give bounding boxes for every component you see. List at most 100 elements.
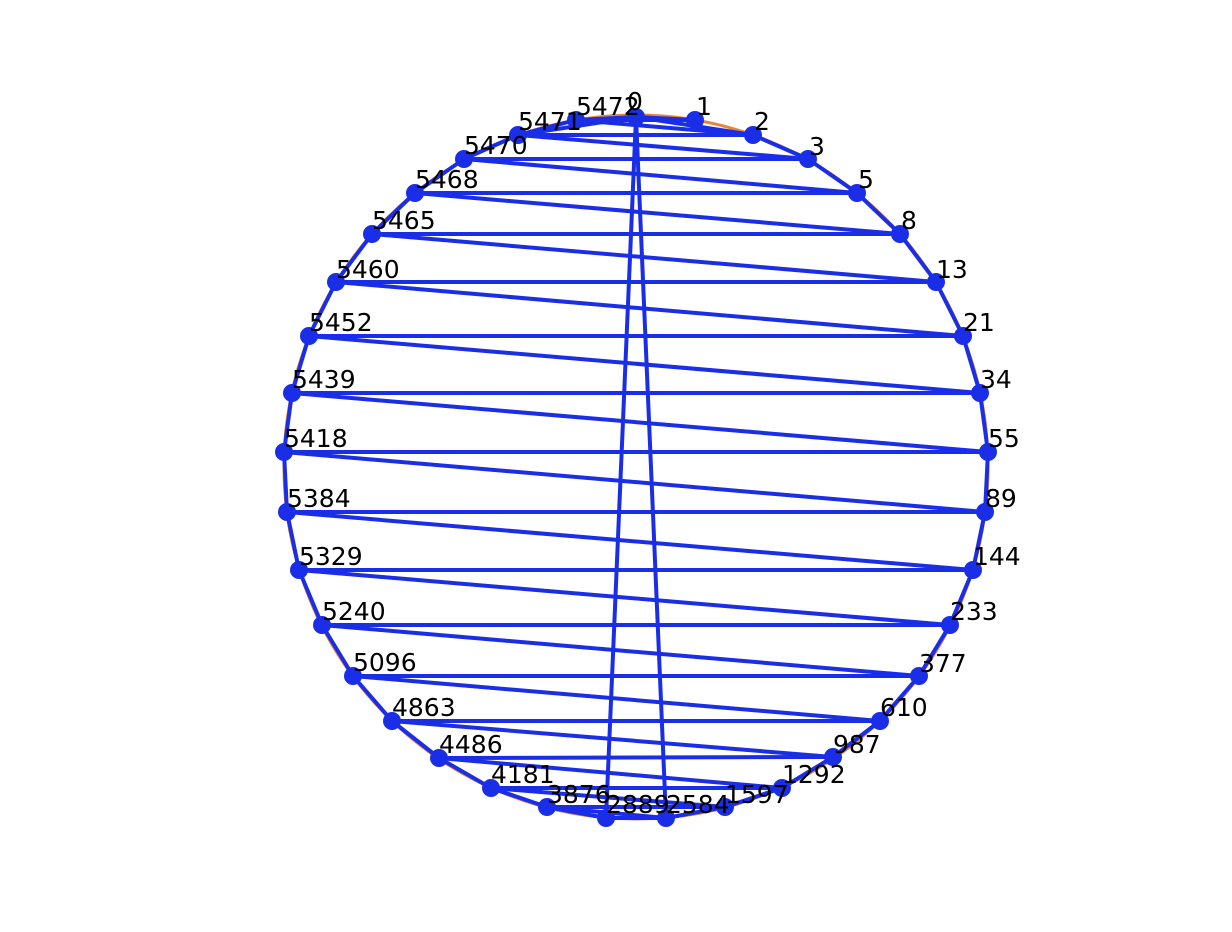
- edge-n3-n5: [806, 157, 859, 195]
- node-label-3876: 3876: [547, 780, 611, 809]
- edge-n8-n13: [898, 232, 938, 284]
- edge-n5240-n5329: [297, 568, 324, 627]
- node-4863: [383, 712, 401, 730]
- node-label-5096: 5096: [353, 648, 417, 677]
- node-1: [686, 111, 704, 129]
- edge-n1292-n1597: [723, 786, 784, 809]
- edge-n5384-n5418: [282, 450, 289, 514]
- edge-n4181-n4486: [437, 756, 493, 790]
- node-2584: [657, 809, 675, 827]
- edge-n5-n8: [855, 191, 902, 236]
- edge-n5452-n34: [307, 334, 982, 395]
- edge-n5460-n5465: [334, 232, 374, 284]
- edge-n5465-n5468: [370, 191, 417, 236]
- edge-n4863-n5096: [351, 674, 394, 723]
- edge-n987-n1292: [780, 755, 835, 790]
- node-label-0: 0: [627, 87, 643, 116]
- edge-n5329-n233: [297, 568, 952, 627]
- node-label-5465: 5465: [372, 206, 436, 235]
- node-5452: [300, 327, 318, 345]
- node-5418: [275, 443, 293, 461]
- node-label-5471: 5471: [518, 107, 582, 136]
- node-label-3: 3: [809, 132, 825, 161]
- node-label-5384: 5384: [287, 484, 351, 513]
- node-label-987: 987: [833, 730, 881, 759]
- edge-n0-n2889: [604, 115, 638, 820]
- node-label-144: 144: [973, 542, 1021, 571]
- node-4181: [482, 779, 500, 797]
- node-233: [941, 616, 959, 634]
- node-label-5240: 5240: [322, 597, 386, 626]
- node-label-5468: 5468: [415, 165, 479, 194]
- node-label-34: 34: [980, 365, 1012, 394]
- node-55: [979, 443, 997, 461]
- node-1292: [773, 779, 791, 797]
- edge-group: [282, 115, 990, 820]
- node-1597: [716, 798, 734, 816]
- node-label-4486: 4486: [439, 730, 503, 759]
- node-label-377: 377: [919, 649, 967, 678]
- node-label-1597: 1597: [725, 780, 789, 809]
- edge-n3876-n4181: [489, 786, 549, 809]
- edge-n13-n21: [934, 280, 965, 338]
- edge-n34-n55: [978, 391, 990, 454]
- node-label-5472: 5472: [576, 92, 640, 121]
- edge-n5468-n5470: [413, 157, 466, 195]
- edge-n5439-n55: [290, 391, 990, 454]
- node-5472: [567, 111, 585, 129]
- node-label-8: 8: [901, 206, 917, 235]
- node-13: [927, 273, 945, 291]
- node-5329: [290, 561, 308, 579]
- node-2: [744, 126, 762, 144]
- node-5470: [455, 150, 473, 168]
- edge-n5096-n610: [351, 674, 882, 723]
- node-label-5439: 5439: [292, 365, 356, 394]
- node-5439: [283, 384, 301, 402]
- edge-n5452-n5460: [307, 280, 338, 338]
- node-label-5418: 5418: [284, 424, 348, 453]
- edge-n21-n34: [961, 334, 982, 395]
- node-21: [954, 327, 972, 345]
- node-label-5460: 5460: [336, 255, 400, 284]
- node-label-5470: 5470: [464, 131, 528, 160]
- node-5465: [363, 225, 381, 243]
- edge-n5465-n13: [370, 232, 938, 284]
- edge-n4486-n4863: [390, 719, 441, 760]
- edge-n5240-n377: [320, 623, 921, 678]
- edge-n5329-n5384: [285, 510, 301, 572]
- node-label-13: 13: [936, 255, 968, 284]
- edge-n233-n377: [917, 623, 952, 678]
- node-34: [971, 384, 989, 402]
- edge-n4181-n1597: [489, 786, 727, 809]
- edge-n377-n610: [878, 674, 921, 723]
- edge-n5096-n5240: [320, 623, 355, 678]
- node-label-5329: 5329: [299, 542, 363, 571]
- node-377: [910, 667, 928, 685]
- node-89: [976, 503, 994, 521]
- node-5240: [313, 616, 331, 634]
- node-610: [871, 712, 889, 730]
- edge-n5471-n5472: [516, 118, 578, 137]
- edge-n5468-n8: [413, 191, 902, 236]
- edge-n4486-n1292: [437, 756, 784, 790]
- node-144: [964, 561, 982, 579]
- edge-n144-n233: [948, 568, 975, 627]
- node-label-610: 610: [880, 693, 928, 722]
- node-label-2584: 2584: [666, 790, 730, 819]
- edge-n0-n2584: [634, 115, 668, 820]
- node-label-55: 55: [988, 424, 1020, 453]
- edge-n5439-n5452: [290, 334, 311, 395]
- edge-n5470-n5: [462, 157, 859, 195]
- node-label-2889: 2889: [606, 790, 670, 819]
- node-label-5: 5: [858, 165, 874, 194]
- edge-n5460-n21: [334, 280, 965, 338]
- edge-n5471-n3: [516, 133, 810, 161]
- edge-n2889-n3876: [545, 805, 608, 820]
- node-5096: [344, 667, 362, 685]
- edge-n1597-n2584: [664, 805, 727, 820]
- edge-n610-n987: [831, 719, 882, 759]
- node-3: [799, 150, 817, 168]
- node-label-4181: 4181: [491, 760, 555, 789]
- edge-n5472-n0: [574, 115, 638, 122]
